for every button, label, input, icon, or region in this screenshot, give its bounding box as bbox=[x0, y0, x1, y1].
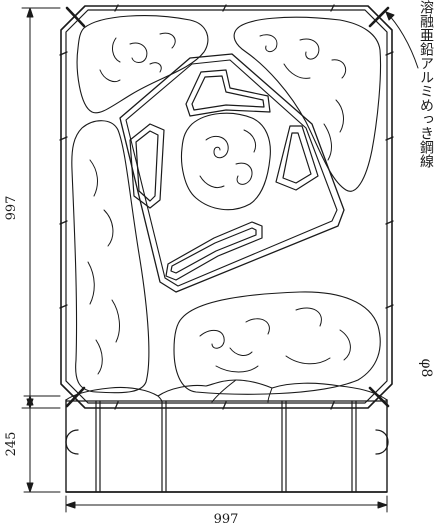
side-top-stones bbox=[65, 379, 388, 401]
stone-block-bottom-inner bbox=[170, 227, 257, 274]
stone-top-right bbox=[233, 16, 382, 192]
wire-material-note: 溶融亜鉛アルミめっき鋼線 bbox=[418, 0, 434, 168]
wire-diameter-note: φ8 bbox=[418, 359, 434, 378]
stone-block-top-inner bbox=[191, 75, 265, 111]
side-height-dimension bbox=[23, 395, 61, 493]
inner-partition-outer bbox=[119, 53, 345, 293]
side-width-dimension bbox=[65, 495, 388, 513]
stone-block-left bbox=[129, 123, 165, 209]
side-hook-left bbox=[65, 429, 79, 455]
stone-left bbox=[71, 120, 150, 394]
stone-block-right-inner bbox=[282, 132, 312, 184]
stone-texture bbox=[87, 32, 351, 375]
wire-hook-top-right bbox=[368, 6, 390, 28]
stone-block-left-inner bbox=[135, 130, 159, 202]
plan-view bbox=[21, 4, 394, 410]
plan-height-dimension bbox=[21, 7, 61, 409]
side-view bbox=[23, 379, 389, 513]
plan-height-label: 997 bbox=[4, 196, 19, 221]
wire-hook-top-left bbox=[65, 6, 86, 28]
corner-wire-hooks bbox=[65, 6, 390, 408]
inner-partition-inner bbox=[125, 59, 338, 287]
stone-top-left bbox=[76, 15, 209, 114]
inner-stone-blocks bbox=[129, 69, 319, 281]
frame-inner-line bbox=[65, 9, 388, 404]
side-height-label: 245 bbox=[4, 432, 19, 457]
wire-leader-line bbox=[385, 11, 419, 69]
outer-stone-compartments bbox=[71, 15, 382, 395]
frame-outer-line bbox=[60, 5, 393, 409]
side-width-label: 997 bbox=[214, 512, 239, 527]
wire-hook-bottom-left bbox=[65, 386, 86, 408]
stone-block-bottom bbox=[165, 221, 263, 281]
stone-center-texture bbox=[199, 129, 257, 189]
frame-side-ticks bbox=[59, 4, 394, 410]
side-body-outline bbox=[65, 399, 388, 493]
stone-bottom-right bbox=[173, 291, 381, 395]
stone-block-right bbox=[275, 125, 319, 191]
stone-center bbox=[180, 112, 271, 211]
side-hook-right bbox=[375, 429, 389, 455]
stone-block-top bbox=[185, 69, 271, 117]
wire-hook-bottom-right bbox=[368, 386, 390, 408]
side-vertical-dividers bbox=[95, 400, 357, 493]
